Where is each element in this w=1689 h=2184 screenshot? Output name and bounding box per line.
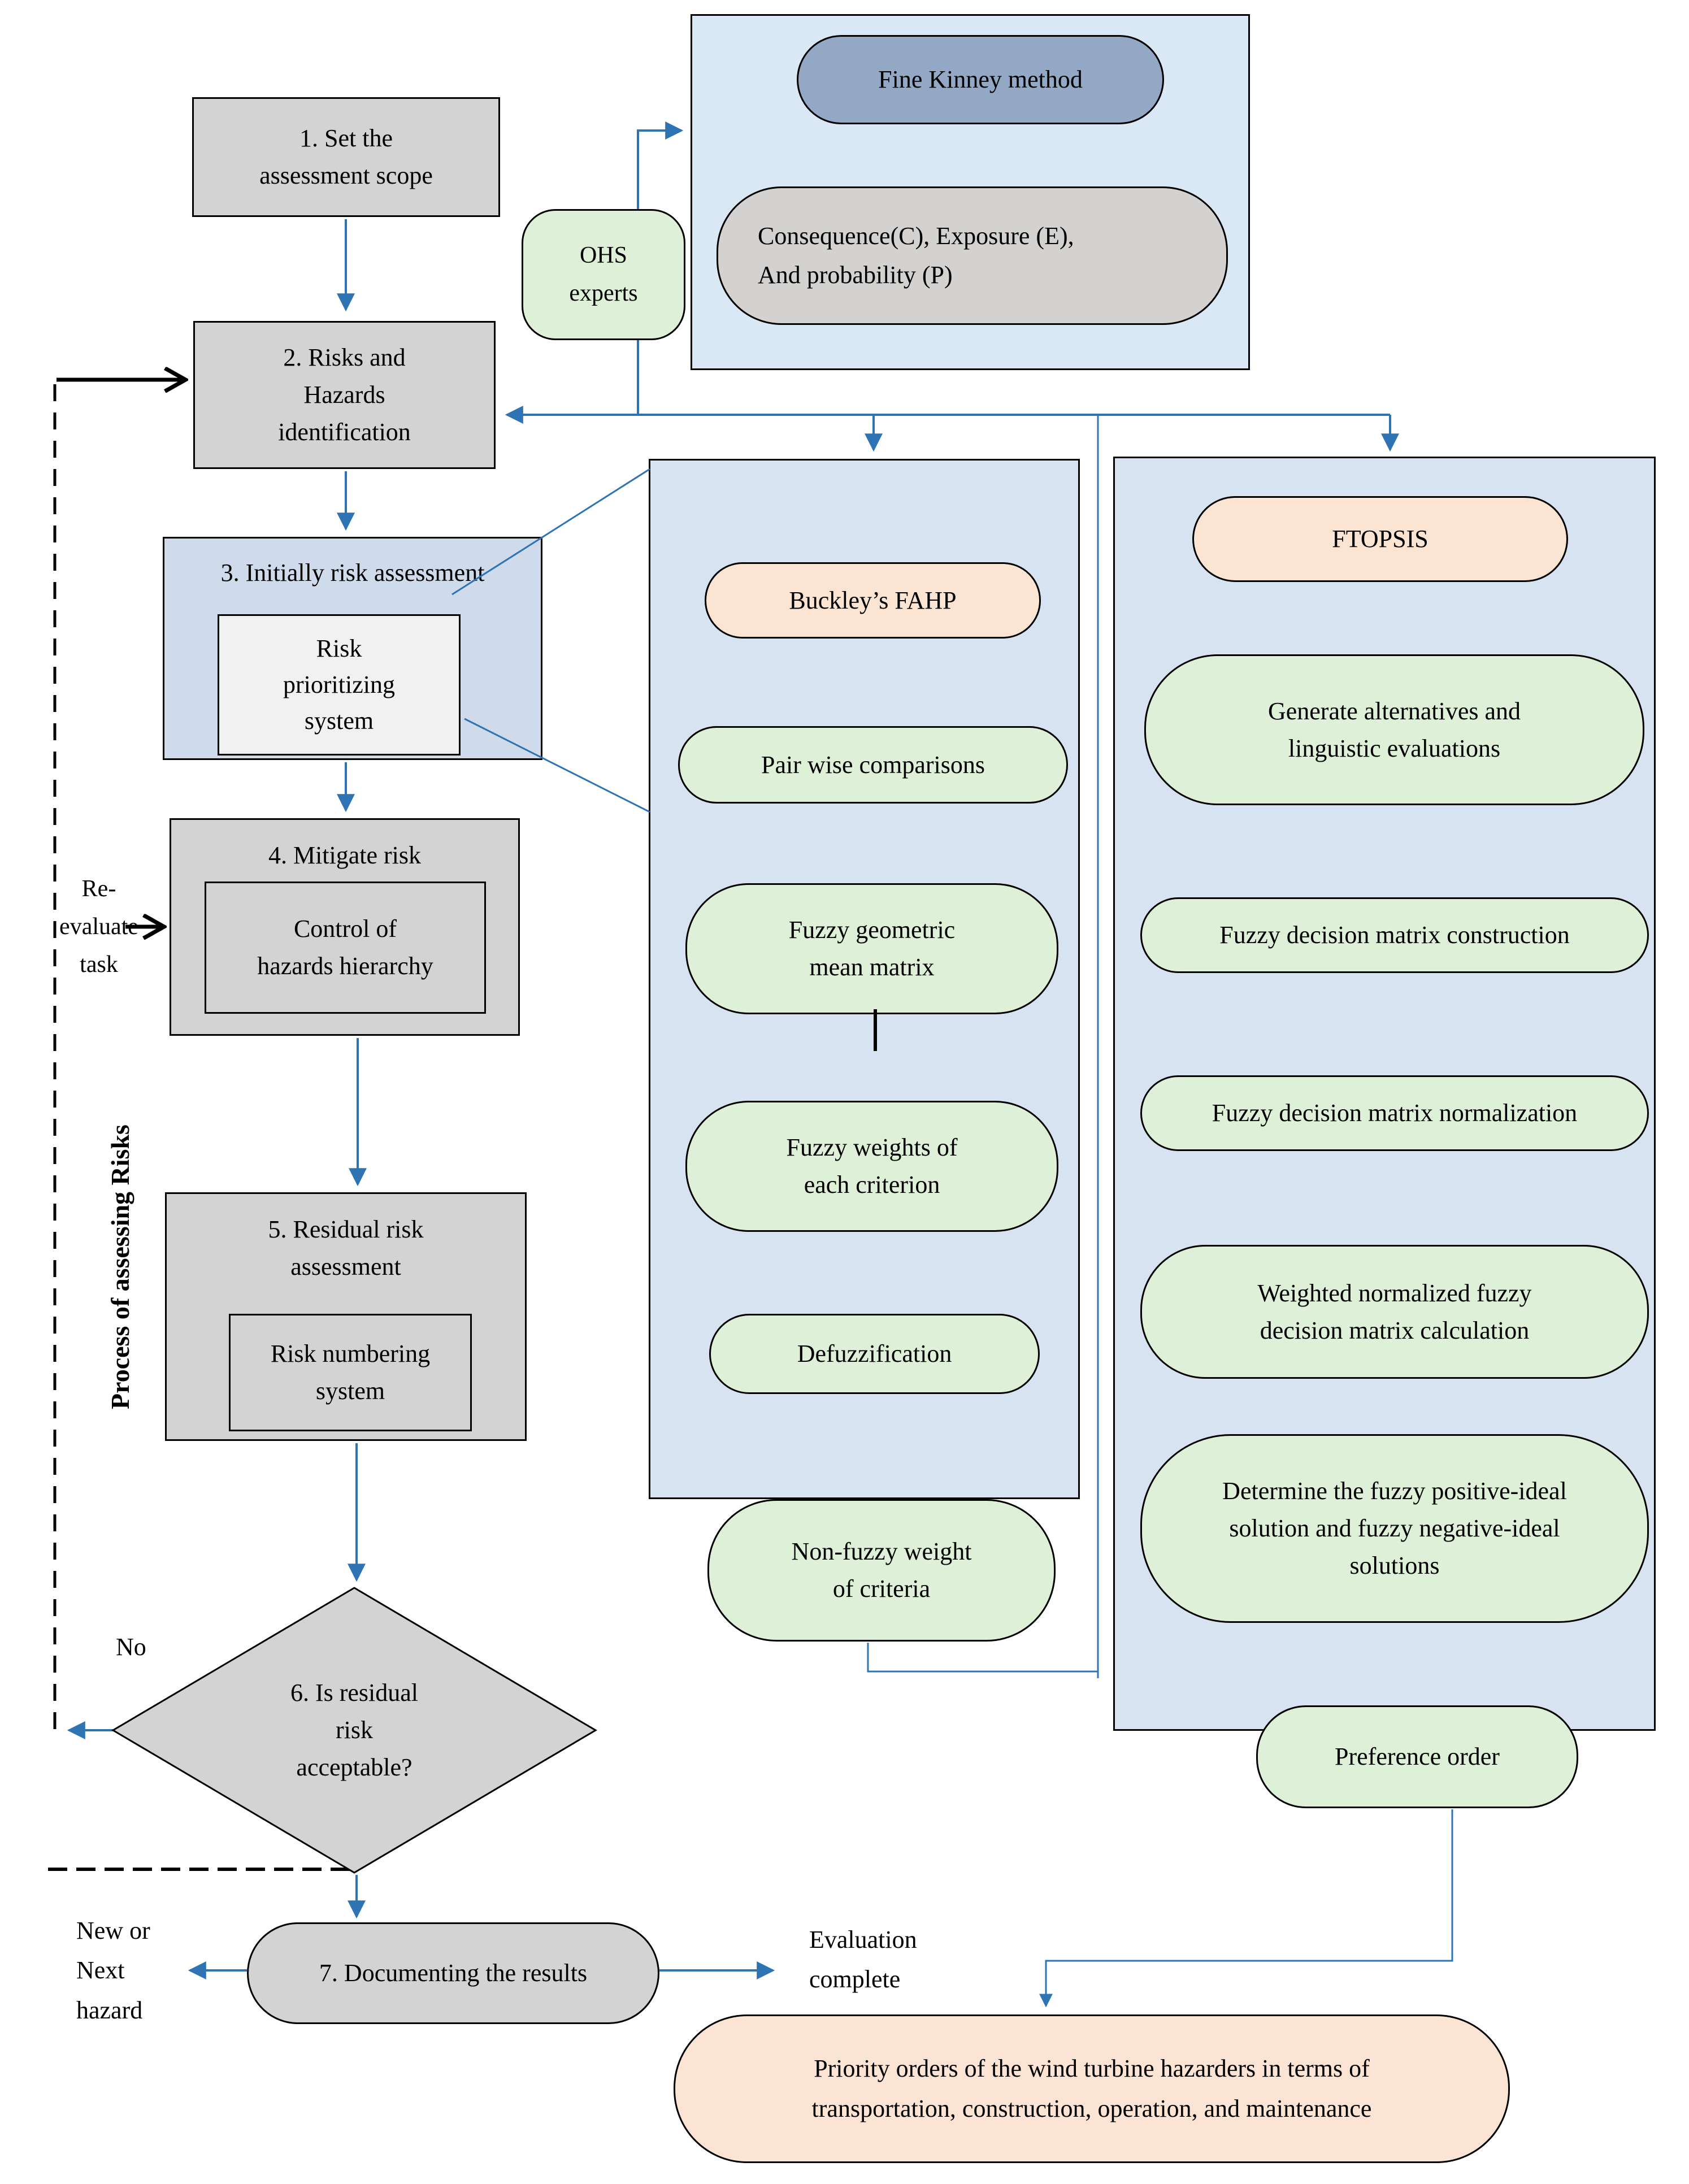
fine-kinney-title: Fine Kinney method <box>878 66 1083 93</box>
ftopsis-step-preference-order: Preference order <box>1256 1705 1578 1808</box>
ftopsis-step-generate: Generate alternatives and linguistic eva… <box>1144 654 1644 805</box>
step5-inner-box: Risk numbering system <box>229 1314 472 1431</box>
ftopsis-step-ideal-solutions: Determine the fuzzy positive-ideal solut… <box>1140 1434 1649 1623</box>
step1-box: 1. Set the assessment scope <box>192 97 500 217</box>
fahp-step-nonfuzzy-weight: Non-fuzzy weight of criteria <box>707 1499 1056 1642</box>
fahp-title: Buckley’s FAHP <box>789 586 957 614</box>
ohs-experts-label: OHS experts <box>569 242 638 306</box>
ftopsis-step-normalization: Fuzzy decision matrix normalization <box>1140 1075 1649 1151</box>
step6-diamond-text: 6. Is residual risk acceptable? <box>247 1645 462 1815</box>
ftopsis-step-preference-order-label: Preference order <box>1335 1743 1500 1770</box>
fahp-step-fuzzy-weights: Fuzzy weights of each criterion <box>685 1101 1058 1232</box>
fahp-step-pairwise: Pair wise comparisons <box>678 726 1068 804</box>
fine-kinney-factors: Consequence(C), Exposure (E), And probab… <box>758 222 1074 289</box>
step4-inner-label: Control of hazards hierarchy <box>257 915 433 980</box>
step2-label: 2. Risks and Hazards identification <box>278 344 411 446</box>
step6-diamond-shape <box>111 1587 597 1874</box>
step5-inner-label: Risk numbering system <box>270 1340 431 1405</box>
fahp-step-geometric-mean: Fuzzy geometric mean matrix <box>685 883 1058 1014</box>
ftopsis-title: FTOPSIS <box>1332 525 1429 553</box>
fine-kinney-factors-pill: Consequence(C), Exposure (E), And probab… <box>717 186 1228 325</box>
fahp-step-defuzzification: Defuzzification <box>709 1314 1040 1394</box>
ftopsis-step-normalization-label: Fuzzy decision matrix normalization <box>1212 1099 1578 1127</box>
ohs-experts-pill: OHS experts <box>522 209 685 340</box>
callout-diagonal-top <box>451 468 650 596</box>
callout-diagonal-bottom <box>464 718 650 813</box>
connector-nonfuzzy-out <box>867 1643 1098 1673</box>
new-or-next-hazard-label: New or Next hazard <box>76 1917 150 2024</box>
ftopsis-step-weighted: Weighted normalized fuzzy decision matri… <box>1140 1245 1649 1379</box>
step5-label: 5. Residual risk assessment <box>268 1215 424 1280</box>
result-pill: Priority orders of the wind turbine haza… <box>674 2014 1510 2163</box>
step7-box: 7. Documenting the results <box>247 1922 659 2024</box>
fahp-title-pill: Buckley’s FAHP <box>705 562 1041 639</box>
re-evaluate-label: Re- evaluate task <box>59 876 138 978</box>
evaluation-complete-label: Evaluation complete <box>809 1926 917 1994</box>
fahp-step-nonfuzzy-weight-label: Non-fuzzy weight of criteria <box>791 1538 972 1603</box>
fahp-step-fuzzy-weights-label: Fuzzy weights of each criterion <box>786 1134 958 1199</box>
ftopsis-step-ideal-solutions-label: Determine the fuzzy positive-ideal solut… <box>1222 1477 1567 1579</box>
step3-label: 3. Initially risk assessment <box>220 559 485 587</box>
step1-label: 1. Set the assessment scope <box>259 124 433 189</box>
step2-box: 2. Risks and Hazards identification <box>193 321 496 469</box>
step3-inner-label: Risk prioritizing system <box>283 635 395 735</box>
step3-inner-box: Risk prioritizing system <box>218 614 461 756</box>
fahp-step-defuzzification-label: Defuzzification <box>797 1340 952 1367</box>
no-label: No <box>116 1633 146 1661</box>
step7-label: 7. Documenting the results <box>319 1959 588 1987</box>
fahp-step-pairwise-label: Pair wise comparisons <box>761 750 985 779</box>
step6-label: 6. Is residual risk acceptable? <box>290 1679 419 1781</box>
ftopsis-step-weighted-label: Weighted normalized fuzzy decision matri… <box>1257 1279 1532 1344</box>
fine-kinney-title-pill: Fine Kinney method <box>797 35 1164 124</box>
ftopsis-step-generate-label: Generate alternatives and linguistic eva… <box>1267 697 1521 762</box>
result-label: Priority orders of the wind turbine haza… <box>811 2055 1372 2122</box>
connector-preference-result <box>1039 1809 1453 2008</box>
ftopsis-step-construction: Fuzzy decision matrix construction <box>1140 897 1649 973</box>
fahp-step-geometric-mean-label: Fuzzy geometric mean matrix <box>788 916 956 981</box>
ftopsis-step-construction-label: Fuzzy decision matrix construction <box>1219 921 1570 949</box>
step4-inner-box: Control of hazards hierarchy <box>205 882 486 1014</box>
ftopsis-title-pill: FTOPSIS <box>1192 496 1568 582</box>
step4-label: 4. Mitigate risk <box>268 841 422 869</box>
